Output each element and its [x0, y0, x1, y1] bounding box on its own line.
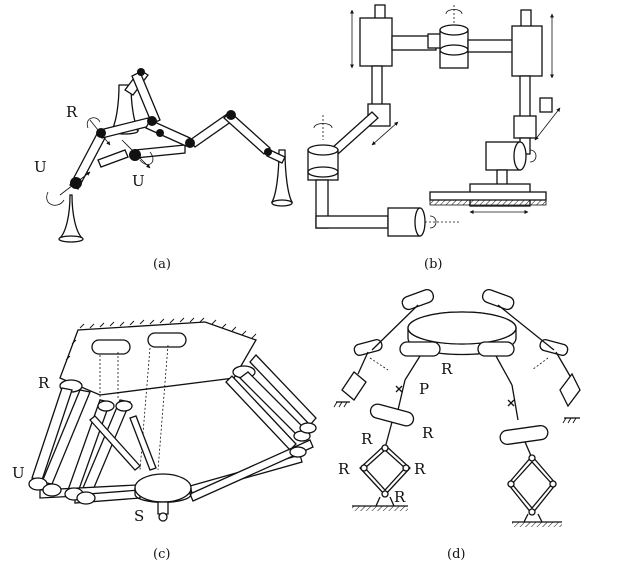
- panel-d-label-r-mid-left: R: [338, 460, 350, 478]
- panel-c-caption: (c): [153, 547, 170, 562]
- panel-b: (b): [307, 4, 561, 272]
- panel-c-label-u: U: [12, 464, 25, 482]
- panel-b-slide: [429, 183, 547, 214]
- panel-a-links: [69, 69, 286, 190]
- panel-d-left-leg: [352, 355, 421, 511]
- panel-b-right-actuator: [485, 9, 561, 189]
- panel-d-right-leg: [495, 355, 562, 527]
- panel-a-label-u-left: U: [34, 158, 47, 176]
- panel-c-joints: [28, 400, 317, 505]
- panel-b-left-actuator: [350, 4, 393, 127]
- panel-a-rotation-arrows: [46, 117, 154, 206]
- panel-d-caption: (d): [447, 547, 465, 562]
- panel-d-label-r-right: R: [422, 424, 434, 442]
- panel-a: R U U (a): [34, 68, 294, 272]
- panel-c: R U S (c): [12, 317, 317, 562]
- panel-c-fixed-plate: [59, 317, 257, 396]
- panel-d-label-p: P: [419, 380, 429, 398]
- panel-b-caption: (b): [424, 257, 442, 272]
- panel-c-label-r: R: [38, 374, 50, 392]
- panel-d: R P R R R R R (d): [333, 288, 581, 562]
- panel-b-left-chain: [307, 111, 460, 237]
- panel-d-label-r-mid-right: R: [414, 460, 426, 478]
- panel-a-label-u-bottom: U: [132, 172, 145, 190]
- panel-d-side-chains: [333, 304, 581, 424]
- panel-c-label-s: S: [134, 507, 144, 525]
- panel-d-label-r-top: R: [441, 360, 453, 378]
- panel-a-label-r: R: [66, 103, 78, 121]
- panel-c-legs: [31, 344, 317, 498]
- panel-b-top-link: [391, 5, 515, 69]
- panel-a-bases: [58, 84, 294, 243]
- panel-d-label-r-left: R: [361, 430, 373, 448]
- panel-c-platform: [134, 473, 192, 522]
- panel-d-label-r-bottom: R: [394, 488, 406, 506]
- panel-a-caption: (a): [153, 257, 171, 272]
